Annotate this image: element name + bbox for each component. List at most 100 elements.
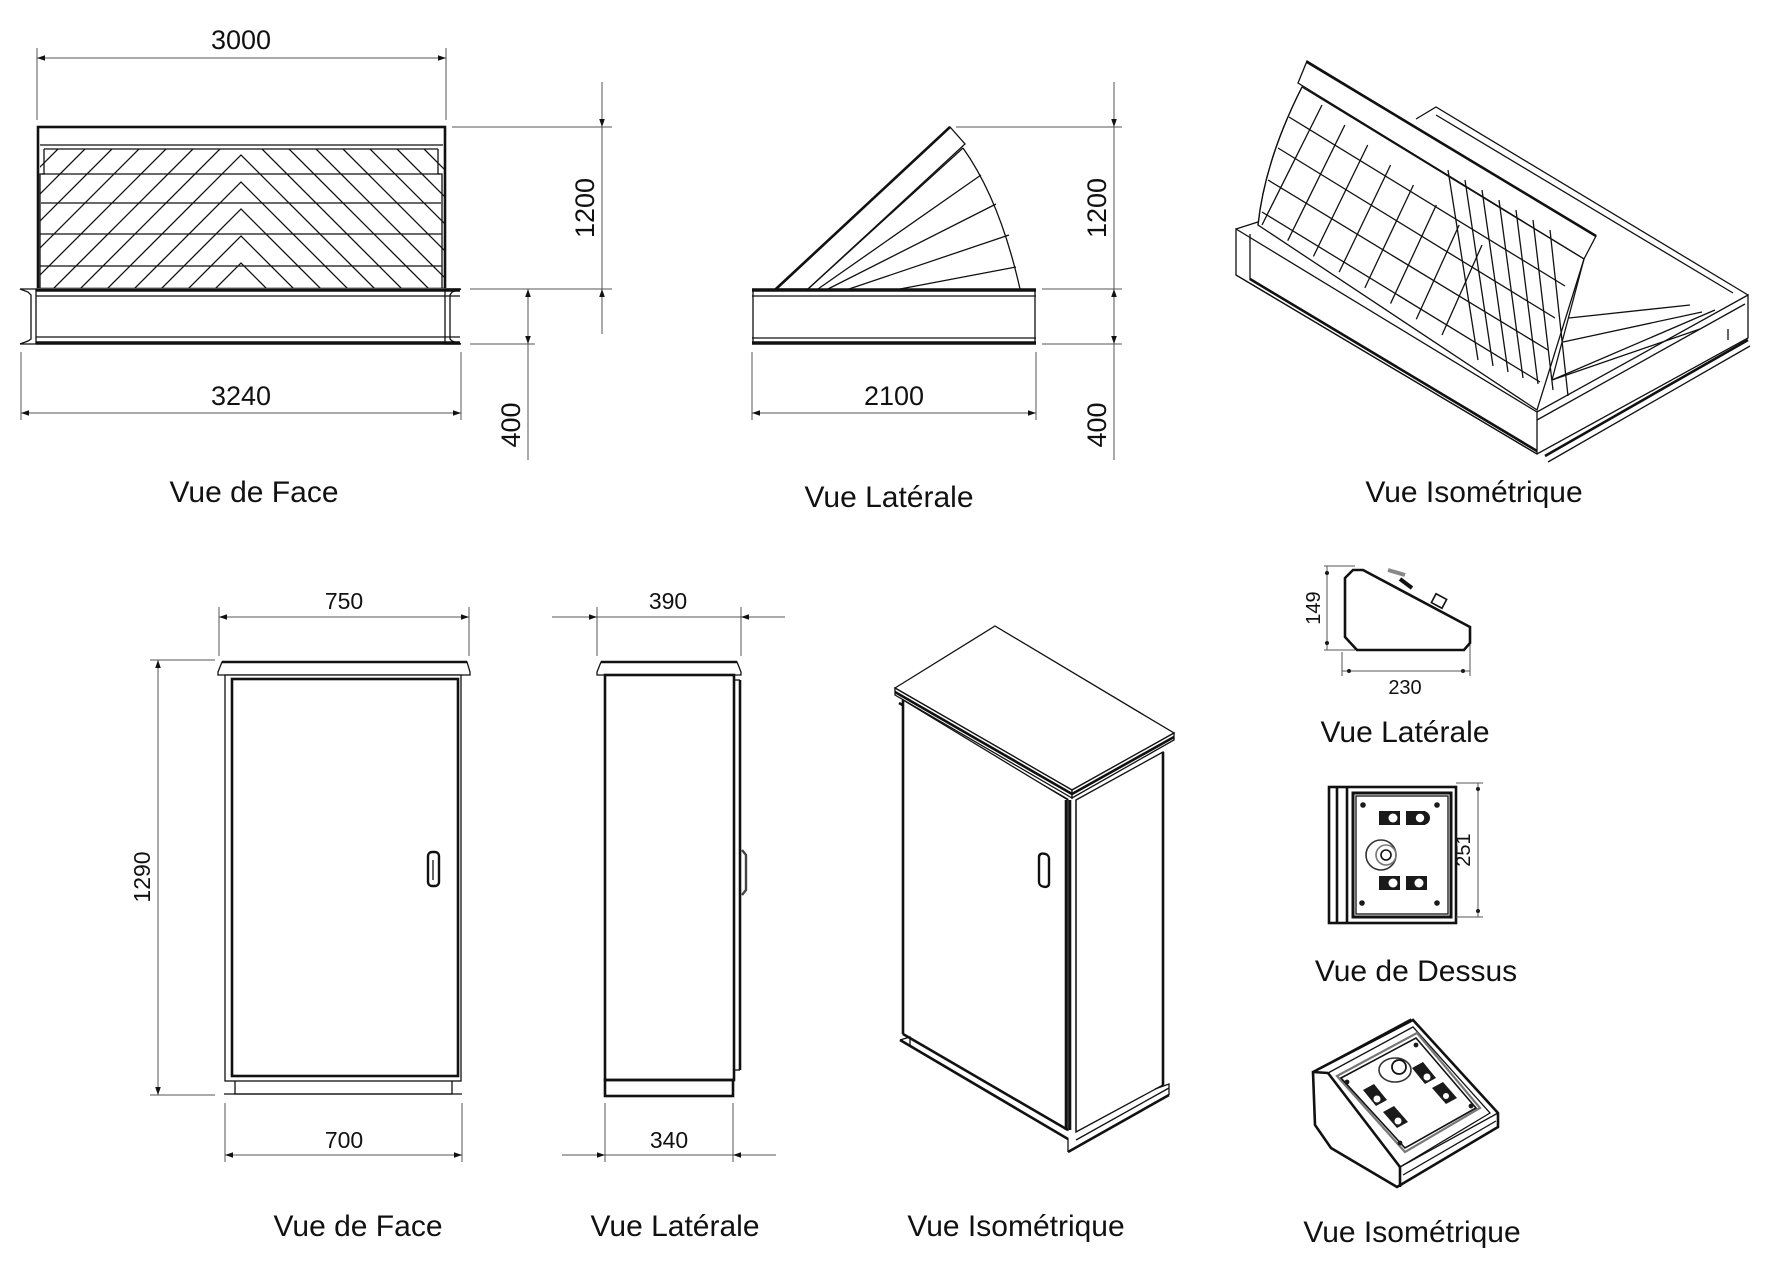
hatch-line — [241, 154, 375, 288]
dimension-depth: 251 — [1453, 782, 1483, 918]
key-switch[interactable] — [1432, 1082, 1457, 1104]
push-button-1[interactable] — [1363, 1084, 1387, 1106]
console-isometric-view: Vue Isométrique — [1303, 1018, 1521, 1249]
view-label: Vue de Face — [170, 476, 339, 509]
hatch-line — [241, 208, 321, 288]
cabinet-isometric-view: Vue Isométrique — [893, 625, 1176, 1243]
dim-value: 2100 — [864, 381, 924, 411]
door-handle[interactable] — [1037, 852, 1051, 889]
hatch-line — [40, 149, 113, 222]
base-frame — [752, 288, 1036, 345]
hatch-line — [261, 149, 402, 288]
dim-value: 1200 — [570, 178, 600, 238]
view-label: Vue de Dessus — [1315, 955, 1517, 988]
lid-hatching — [0, 128, 677, 348]
hatch-line — [1389, 204, 1437, 304]
hatch-line — [0, 128, 25, 348]
dimension-lid-height: 1200 — [452, 82, 612, 334]
rooflight-front-view: 3000 — [0, 25, 677, 509]
dim-value: 750 — [325, 588, 363, 614]
hatch-line — [161, 208, 241, 288]
emergency-stop-button[interactable] — [1378, 1057, 1412, 1083]
dimension-top-width: 3000 — [36, 25, 447, 120]
selector-switch[interactable] — [1383, 1106, 1408, 1128]
dimension-base-width: 3240 — [20, 352, 462, 420]
dim-value: 3000 — [211, 25, 271, 55]
rooflight-isometric-view: Vue Isométrique — [1235, 60, 1751, 509]
hatch-line — [1447, 169, 1479, 361]
dim-value: 700 — [325, 1127, 363, 1153]
view-label: Vue de Face — [274, 1210, 443, 1243]
hatch-line — [1515, 209, 1539, 385]
hatch-line — [134, 181, 241, 288]
console-top-view: 251 Vue de Dessus — [1315, 782, 1517, 988]
hatch-line — [1464, 179, 1494, 367]
hatch-line — [288, 149, 429, 288]
hatch-line — [369, 149, 444, 224]
dim-value: 3240 — [211, 381, 271, 411]
key-switch[interactable] — [1406, 811, 1430, 825]
hatch-line — [1415, 224, 1460, 320]
hatch-line — [342, 149, 444, 251]
door-handle — [741, 849, 748, 896]
hatch-line — [1549, 229, 1569, 397]
dimension-top-width: 750 — [218, 588, 470, 656]
console-knob-profile — [1387, 568, 1448, 610]
dimension-width: 2100 — [751, 352, 1037, 420]
push-button-1[interactable] — [1379, 876, 1400, 890]
lid-slats — [39, 148, 443, 288]
hatch-line — [80, 149, 221, 288]
cabinet-side-view: 390 340 Vue Latérale — [552, 588, 785, 1243]
control-buttons — [1365, 811, 1430, 890]
hatch-line — [1277, 147, 1556, 319]
hatch-line — [1261, 104, 1323, 226]
hatch-line — [1261, 211, 1541, 383]
push-button-2[interactable] — [1412, 1062, 1436, 1084]
view-label: Vue Latérale — [1320, 716, 1489, 749]
hatch-line — [40, 149, 167, 276]
door-handle[interactable] — [426, 850, 441, 888]
hatch-line — [40, 149, 86, 195]
cabinet-body — [217, 660, 471, 1095]
dim-value: 390 — [649, 588, 687, 614]
dim-value: 400 — [496, 402, 526, 447]
hatch-line — [107, 154, 241, 288]
view-label: Vue Isométrique — [1303, 1216, 1520, 1249]
dimension-base-depth: 340 — [562, 1103, 776, 1162]
dim-value: 251 — [1453, 833, 1475, 866]
mounting-screws — [1359, 802, 1440, 906]
lid-frame — [36, 125, 447, 291]
dim-value: 340 — [650, 1127, 688, 1153]
view-label: Vue Latérale — [804, 481, 973, 514]
dimension-height: 1290 — [129, 659, 215, 1096]
hatch-line — [457, 128, 677, 348]
hatch-line — [430, 128, 650, 348]
base-frame — [19, 288, 462, 345]
dim-value: 1290 — [129, 851, 155, 902]
dimension-base-width: 700 — [224, 1103, 463, 1162]
hatch-line — [423, 149, 444, 170]
cabinet-front-view: 750 1290 700 Vue de Face — [129, 588, 471, 1243]
hatch-line — [40, 149, 140, 249]
push-button-2[interactable] — [1406, 876, 1427, 890]
dim-value: 149 — [1303, 591, 1325, 624]
hatch-line — [241, 235, 294, 288]
cabinet-body — [596, 660, 748, 1098]
control-buttons — [1363, 1057, 1457, 1128]
lid-hatching — [1261, 104, 1569, 397]
selector-switch[interactable] — [1379, 811, 1400, 825]
mounting-screws — [1344, 1042, 1474, 1146]
rooflight-side-view: 2100 1200 400 Vue Latérale — [751, 82, 1122, 514]
hatch-line — [1441, 244, 1483, 336]
hatch-line — [315, 149, 444, 278]
dim-value: 230 — [1388, 677, 1421, 699]
hatch-line — [1312, 144, 1369, 257]
dimension-width: 230 — [1341, 645, 1471, 699]
emergency-stop-button[interactable] — [1365, 839, 1397, 871]
hatch-line — [53, 149, 194, 288]
hatch-line — [1532, 219, 1554, 391]
console-side-view: 149 230 Vue Latérale — [1303, 565, 1490, 749]
view-label: Vue Isométrique — [1365, 476, 1582, 509]
dim-value: 400 — [1082, 402, 1112, 447]
